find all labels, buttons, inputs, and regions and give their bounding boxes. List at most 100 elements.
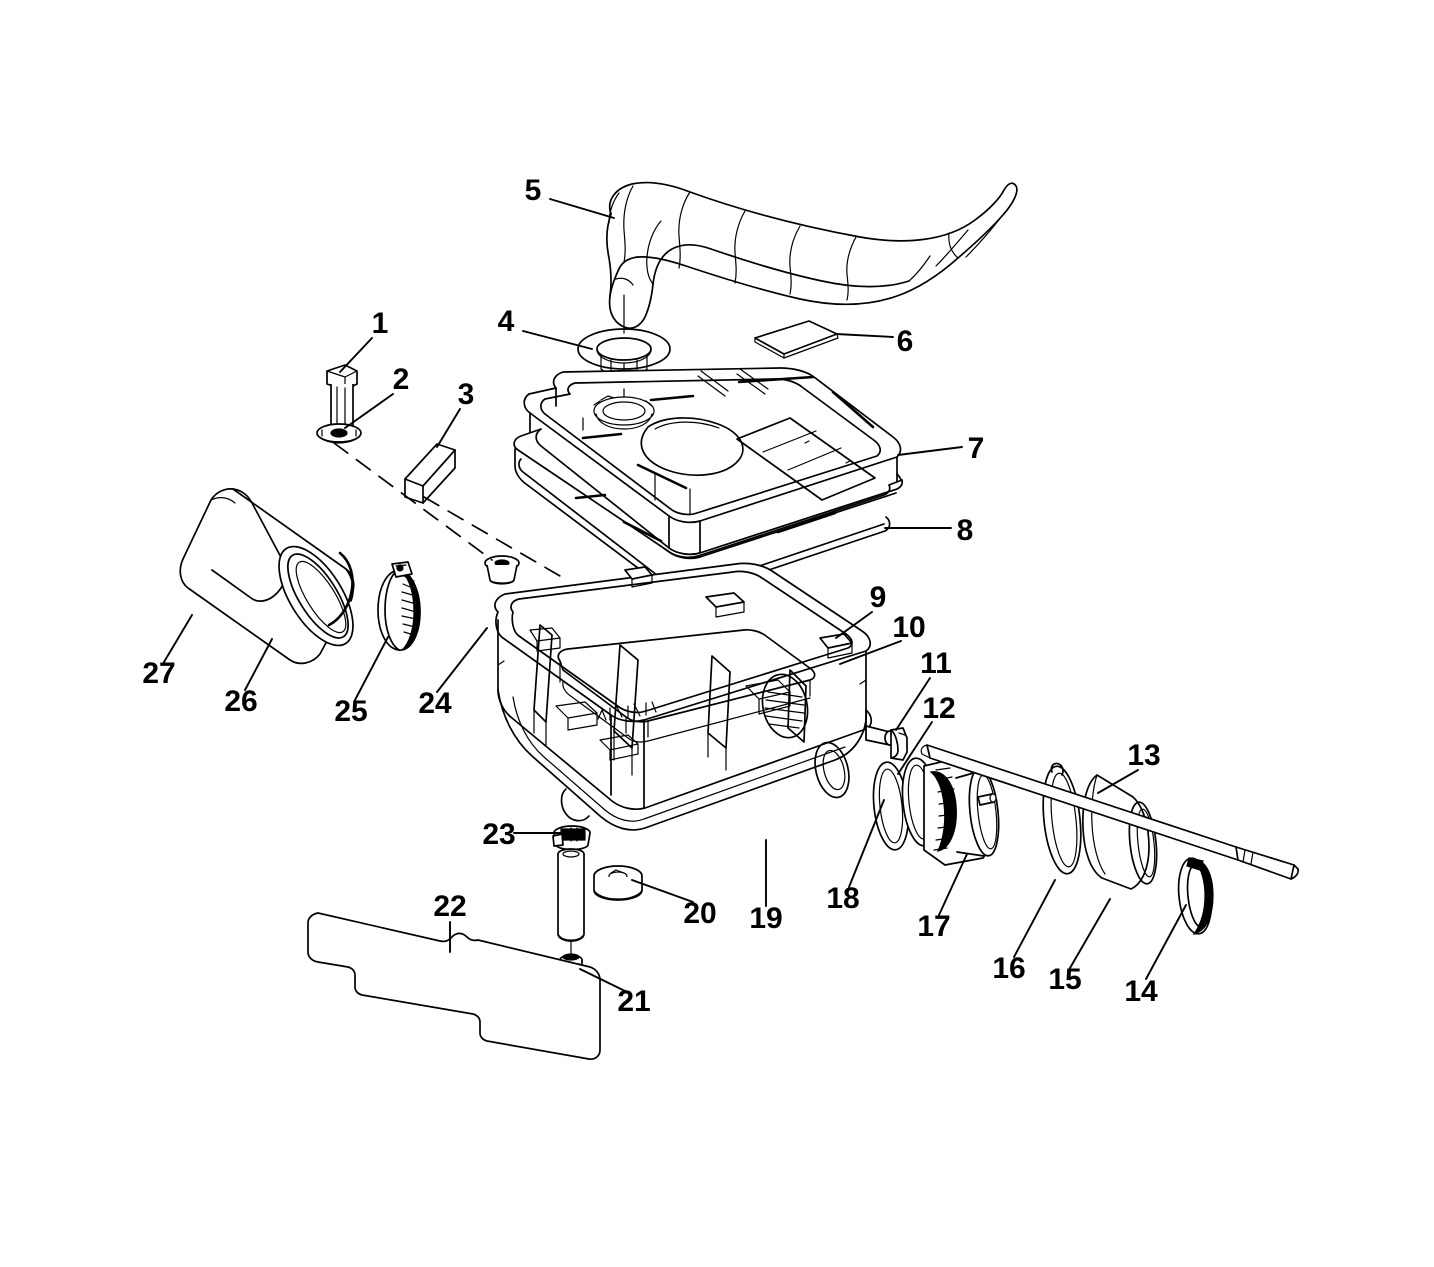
callout-22: 22 bbox=[433, 890, 467, 953]
callout-number-27: 27 bbox=[142, 657, 175, 690]
callout-number-23: 23 bbox=[482, 818, 515, 851]
callout-number-18: 18 bbox=[826, 882, 859, 915]
callout-number-8: 8 bbox=[957, 514, 974, 547]
leader-line-9 bbox=[835, 611, 873, 639]
leader-line-6 bbox=[835, 333, 894, 338]
callout-24: 24 bbox=[418, 627, 488, 720]
callout-19: 19 bbox=[749, 839, 783, 935]
leader-line-1 bbox=[339, 337, 373, 373]
leader-line-27 bbox=[163, 614, 193, 663]
callout-number-22: 22 bbox=[433, 890, 466, 923]
leader-line-13 bbox=[1097, 769, 1139, 794]
callout-13: 13 bbox=[1097, 739, 1161, 794]
leader-line-16 bbox=[1013, 879, 1056, 958]
part-filter-clamp-band bbox=[377, 561, 421, 651]
part-air-box-housing bbox=[494, 562, 873, 831]
part-rubber-mount-bushing bbox=[593, 865, 643, 901]
part-adapter-o-ring bbox=[872, 761, 910, 851]
callout-1: 1 bbox=[339, 307, 389, 373]
callout-number-12: 12 bbox=[922, 692, 955, 725]
callout-9: 9 bbox=[835, 581, 887, 639]
leader-line-12 bbox=[897, 721, 933, 775]
part-air-box-shield-panel bbox=[307, 912, 601, 1060]
callout-6: 6 bbox=[835, 325, 914, 358]
callout-14: 14 bbox=[1124, 904, 1187, 1008]
part-ribbed-intake-adapter bbox=[923, 756, 1000, 866]
callout-16: 16 bbox=[992, 879, 1056, 985]
part-boot-clamp bbox=[1042, 762, 1082, 875]
part-grommet-seal bbox=[577, 294, 671, 433]
callout-18: 18 bbox=[826, 799, 885, 915]
leader-line-14 bbox=[1145, 904, 1187, 980]
leader-line-5 bbox=[549, 198, 615, 219]
callout-number-3: 3 bbox=[458, 378, 475, 411]
callout-number-11: 11 bbox=[920, 647, 952, 680]
callout-10: 10 bbox=[839, 611, 926, 665]
leader-line-3 bbox=[436, 408, 461, 448]
callout-number-1: 1 bbox=[372, 307, 389, 340]
leader-line-4 bbox=[522, 330, 593, 350]
leader-line-17 bbox=[938, 853, 968, 916]
callout-number-5: 5 bbox=[525, 174, 542, 207]
adapter-rib-set bbox=[929, 767, 957, 852]
callout-number-9: 9 bbox=[870, 581, 887, 614]
callout-number-16: 16 bbox=[992, 952, 1025, 985]
leader-line-25 bbox=[354, 636, 389, 701]
callout-number-6: 6 bbox=[897, 325, 914, 358]
callout-number-25: 25 bbox=[334, 695, 367, 728]
callout-number-2: 2 bbox=[393, 363, 410, 396]
callout-26: 26 bbox=[224, 638, 273, 718]
callout-3: 3 bbox=[436, 378, 475, 448]
part-vent-hose bbox=[920, 744, 1300, 880]
leader-line-15 bbox=[1069, 898, 1111, 969]
callout-21: 21 bbox=[579, 968, 651, 1018]
part-foam-block-seal bbox=[404, 443, 456, 504]
callout-number-20: 20 bbox=[683, 897, 716, 930]
part-hose-clamp-outer bbox=[1177, 857, 1214, 935]
leader-line-2 bbox=[344, 393, 394, 429]
callout-number-19: 19 bbox=[749, 902, 782, 935]
part-intake-snorkel-duct bbox=[606, 181, 1018, 329]
callout-number-26: 26 bbox=[224, 685, 257, 718]
part-drain-hose-clamp bbox=[552, 825, 591, 851]
callout-12: 12 bbox=[897, 692, 956, 775]
callout-number-10: 10 bbox=[892, 611, 925, 644]
part-foam-pad bbox=[754, 320, 839, 359]
callout-number-14: 14 bbox=[1124, 975, 1158, 1008]
callout-11: 11 bbox=[895, 647, 952, 731]
callout-number-7: 7 bbox=[968, 432, 985, 465]
leader-line-10 bbox=[839, 640, 902, 665]
assembly-axis-dashed bbox=[333, 442, 493, 561]
leader-line-21 bbox=[579, 968, 628, 993]
part-air-filter-element bbox=[179, 488, 355, 665]
leader-line-24 bbox=[436, 627, 488, 693]
callout-17: 17 bbox=[917, 853, 968, 943]
callout-number-24: 24 bbox=[418, 687, 452, 720]
callout-23: 23 bbox=[482, 818, 564, 851]
part-outlet-stub-grommet bbox=[890, 727, 908, 761]
part-air-box-cover bbox=[523, 367, 903, 560]
leader-line-18 bbox=[848, 799, 885, 888]
leader-line-11 bbox=[895, 677, 931, 731]
part-flat-washer bbox=[316, 423, 362, 444]
part-intake-boot bbox=[1082, 774, 1158, 890]
part-drain-tube bbox=[557, 848, 585, 959]
callout-number-4: 4 bbox=[498, 305, 515, 338]
leader-line-20 bbox=[631, 879, 694, 903]
part-mount-grommet-upper bbox=[484, 555, 520, 585]
part-breather-fitting bbox=[865, 725, 896, 746]
leader-line-26 bbox=[244, 638, 273, 691]
callout-4: 4 bbox=[498, 305, 593, 350]
callout-5: 5 bbox=[525, 174, 615, 219]
callout-15: 15 bbox=[1048, 898, 1111, 996]
part-flange-bolt bbox=[326, 364, 358, 432]
leader-line-7 bbox=[897, 446, 963, 456]
callout-number-17: 17 bbox=[917, 910, 950, 943]
callout-number-13: 13 bbox=[1127, 739, 1160, 772]
callout-8: 8 bbox=[884, 514, 974, 547]
callout-2: 2 bbox=[344, 363, 410, 429]
callout-number-21: 21 bbox=[617, 985, 650, 1018]
